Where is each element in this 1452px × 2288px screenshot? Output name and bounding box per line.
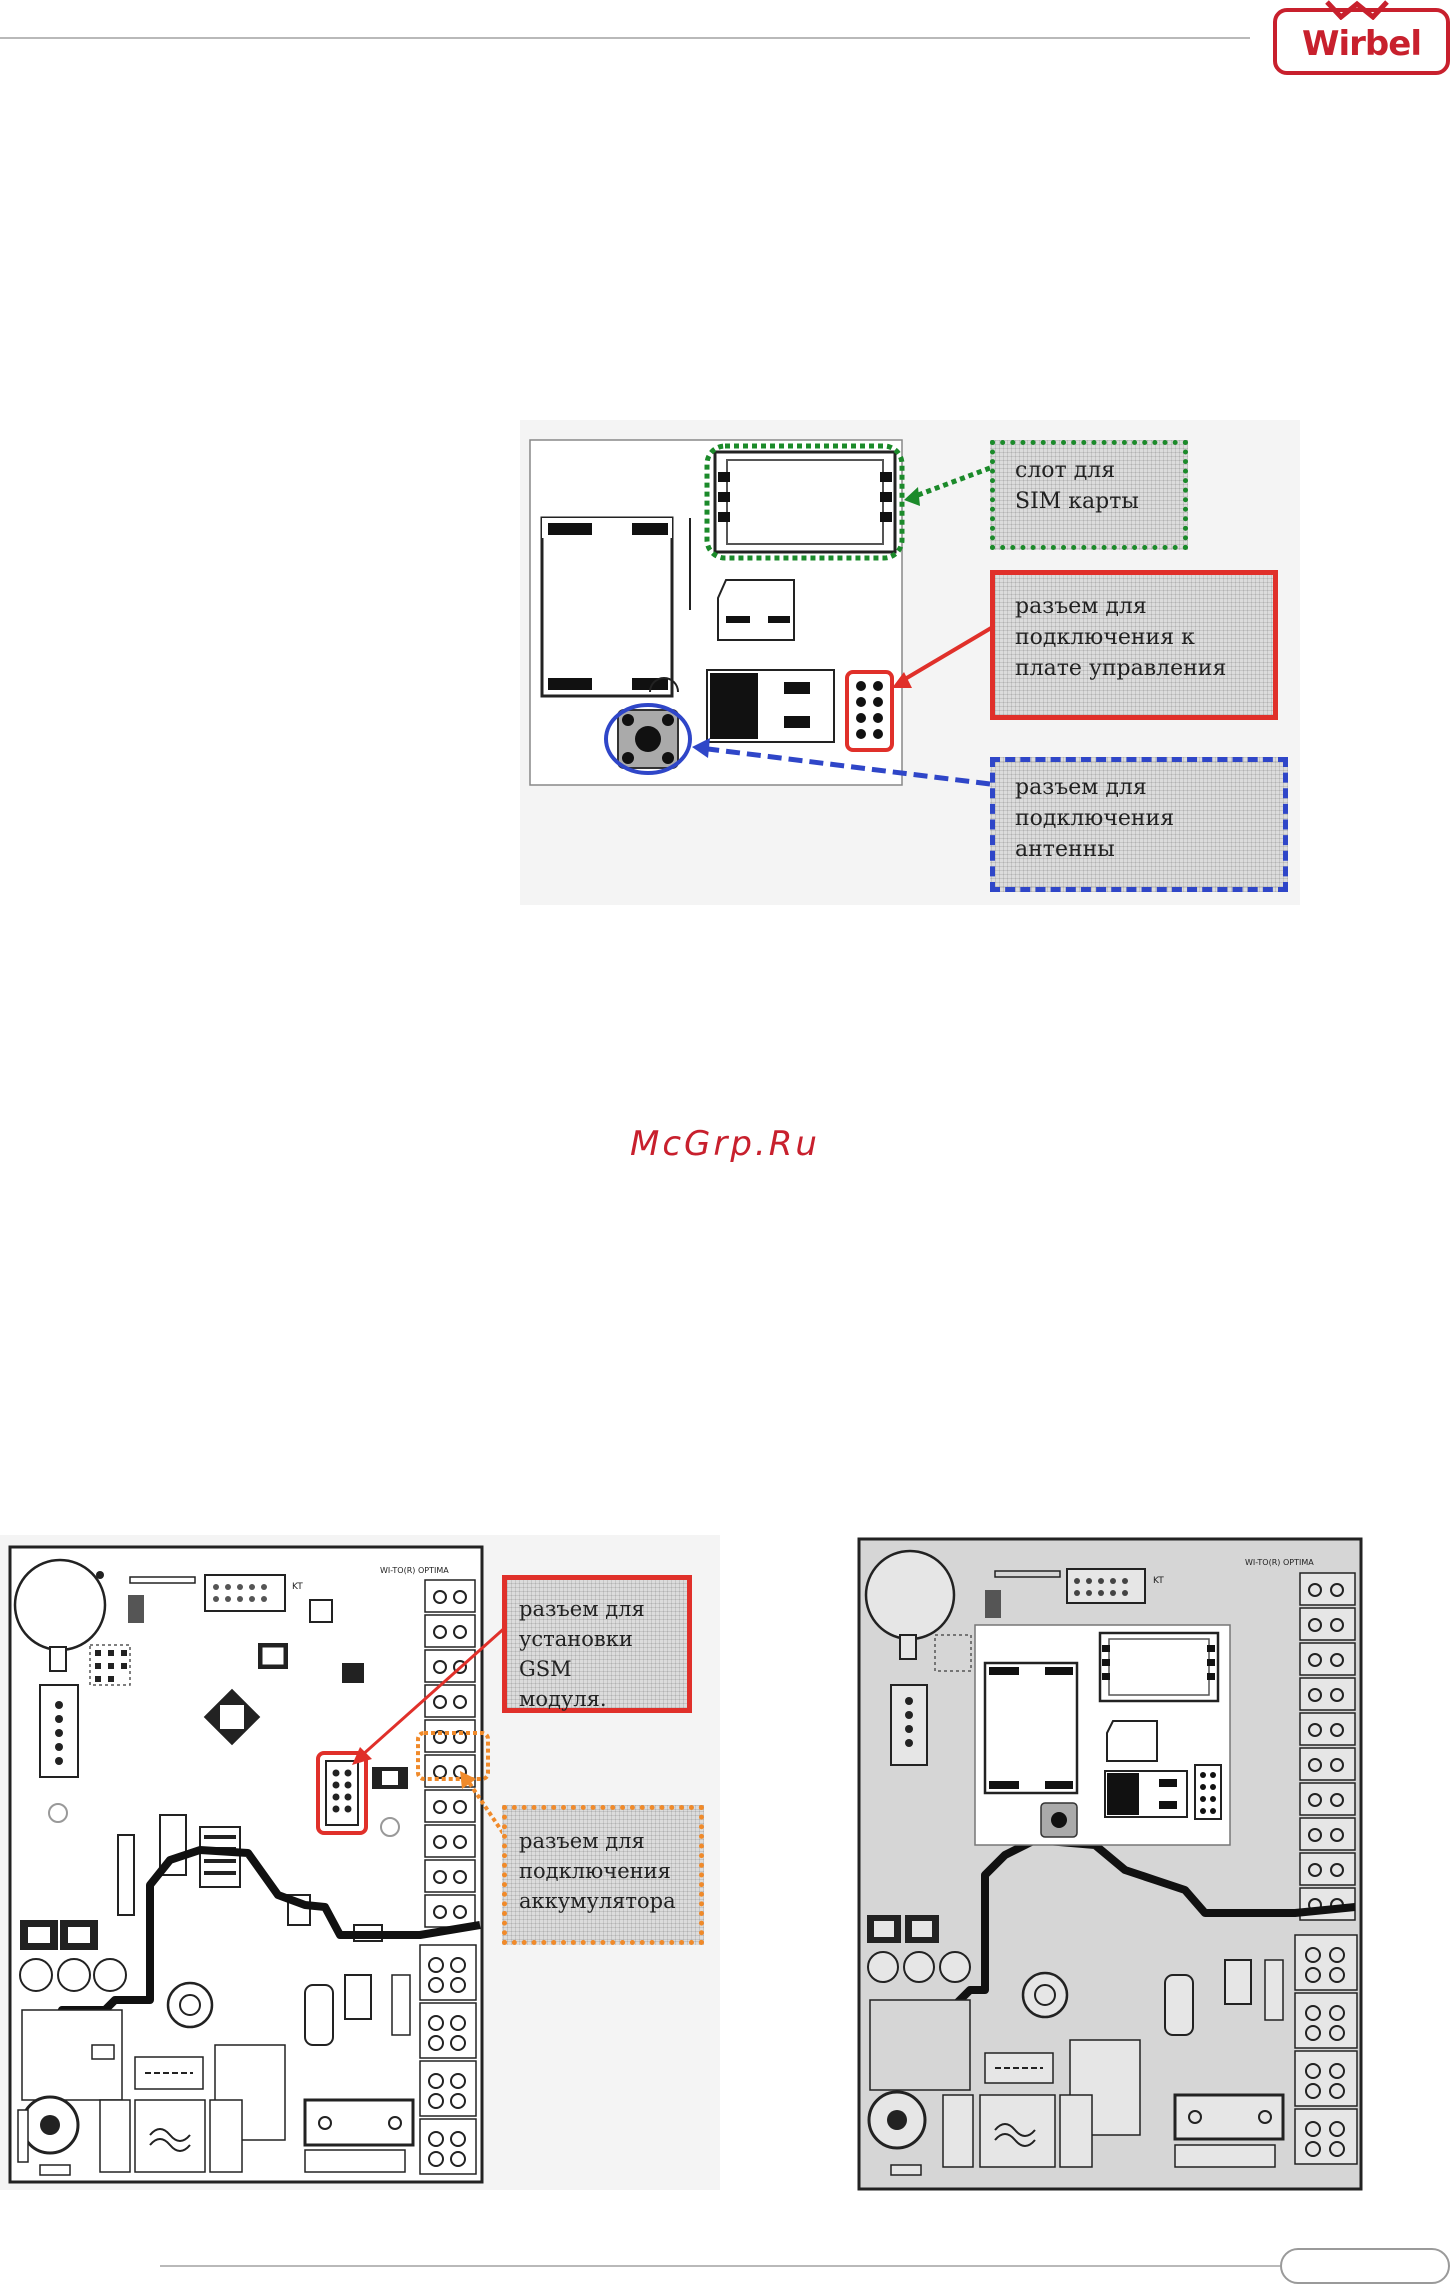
logo-text: Wirbel (1277, 24, 1446, 64)
gsm-module-header-callout: разъем для установки GSM модуля. (502, 1575, 692, 1713)
gsm-module-figure: слот для SIM карты разъем для подключени… (520, 420, 1300, 905)
assembled-board-drawing: KT WI-TO(R) OPTIMA (855, 1535, 1365, 2195)
assembled-board-figure: KT WI-TO(R) OPTIMA (855, 1535, 1365, 2195)
watermark-text: McGrp.Ru (630, 1124, 820, 1164)
callout-line: аккумулятора (519, 1886, 699, 1916)
control-board-figure: KT WI-TO(R) OPTIMA (0, 1535, 720, 2190)
callout-line: антенны (1015, 834, 1283, 865)
callout-line: подключения к (1015, 622, 1273, 653)
callout-line: разъем для (1015, 591, 1273, 622)
callout-line: разъем для (519, 1594, 687, 1624)
callout-line: SIM карты (1015, 486, 1183, 517)
board-name-label: WI-TO(R) OPTIMA (1245, 1558, 1314, 1567)
page-number-box (1280, 2248, 1450, 2284)
callout-line: подключения (1015, 803, 1283, 834)
brand-logo: Wirbel (1273, 8, 1450, 75)
kt-label: KT (1153, 1576, 1164, 1586)
kt-label: KT (292, 1582, 303, 1592)
callout-line: слот для (1015, 455, 1183, 486)
board-name-label: WI-TO(R) OPTIMA (380, 1566, 449, 1575)
control-board-connector-callout: разъем для подключения к плате управлени… (990, 570, 1278, 720)
sim-slot-callout: слот для SIM карты (990, 440, 1188, 550)
antenna-connector-callout: разъем для подключения антенны (990, 757, 1288, 892)
battery-connector-callout: разъем для подключения аккумулятора (502, 1805, 704, 1945)
callout-line: разъем для (1015, 772, 1283, 803)
logo-w-mark-icon (1325, 0, 1389, 20)
footer-rule (160, 2265, 1280, 2267)
callout-line: подключения (519, 1856, 699, 1886)
callout-line: плате управления (1015, 653, 1273, 684)
callout-line: разъем для (519, 1826, 699, 1856)
callout-line: модуля. (519, 1684, 687, 1714)
callout-line: установки GSM (519, 1624, 687, 1684)
header-rule (0, 37, 1250, 39)
